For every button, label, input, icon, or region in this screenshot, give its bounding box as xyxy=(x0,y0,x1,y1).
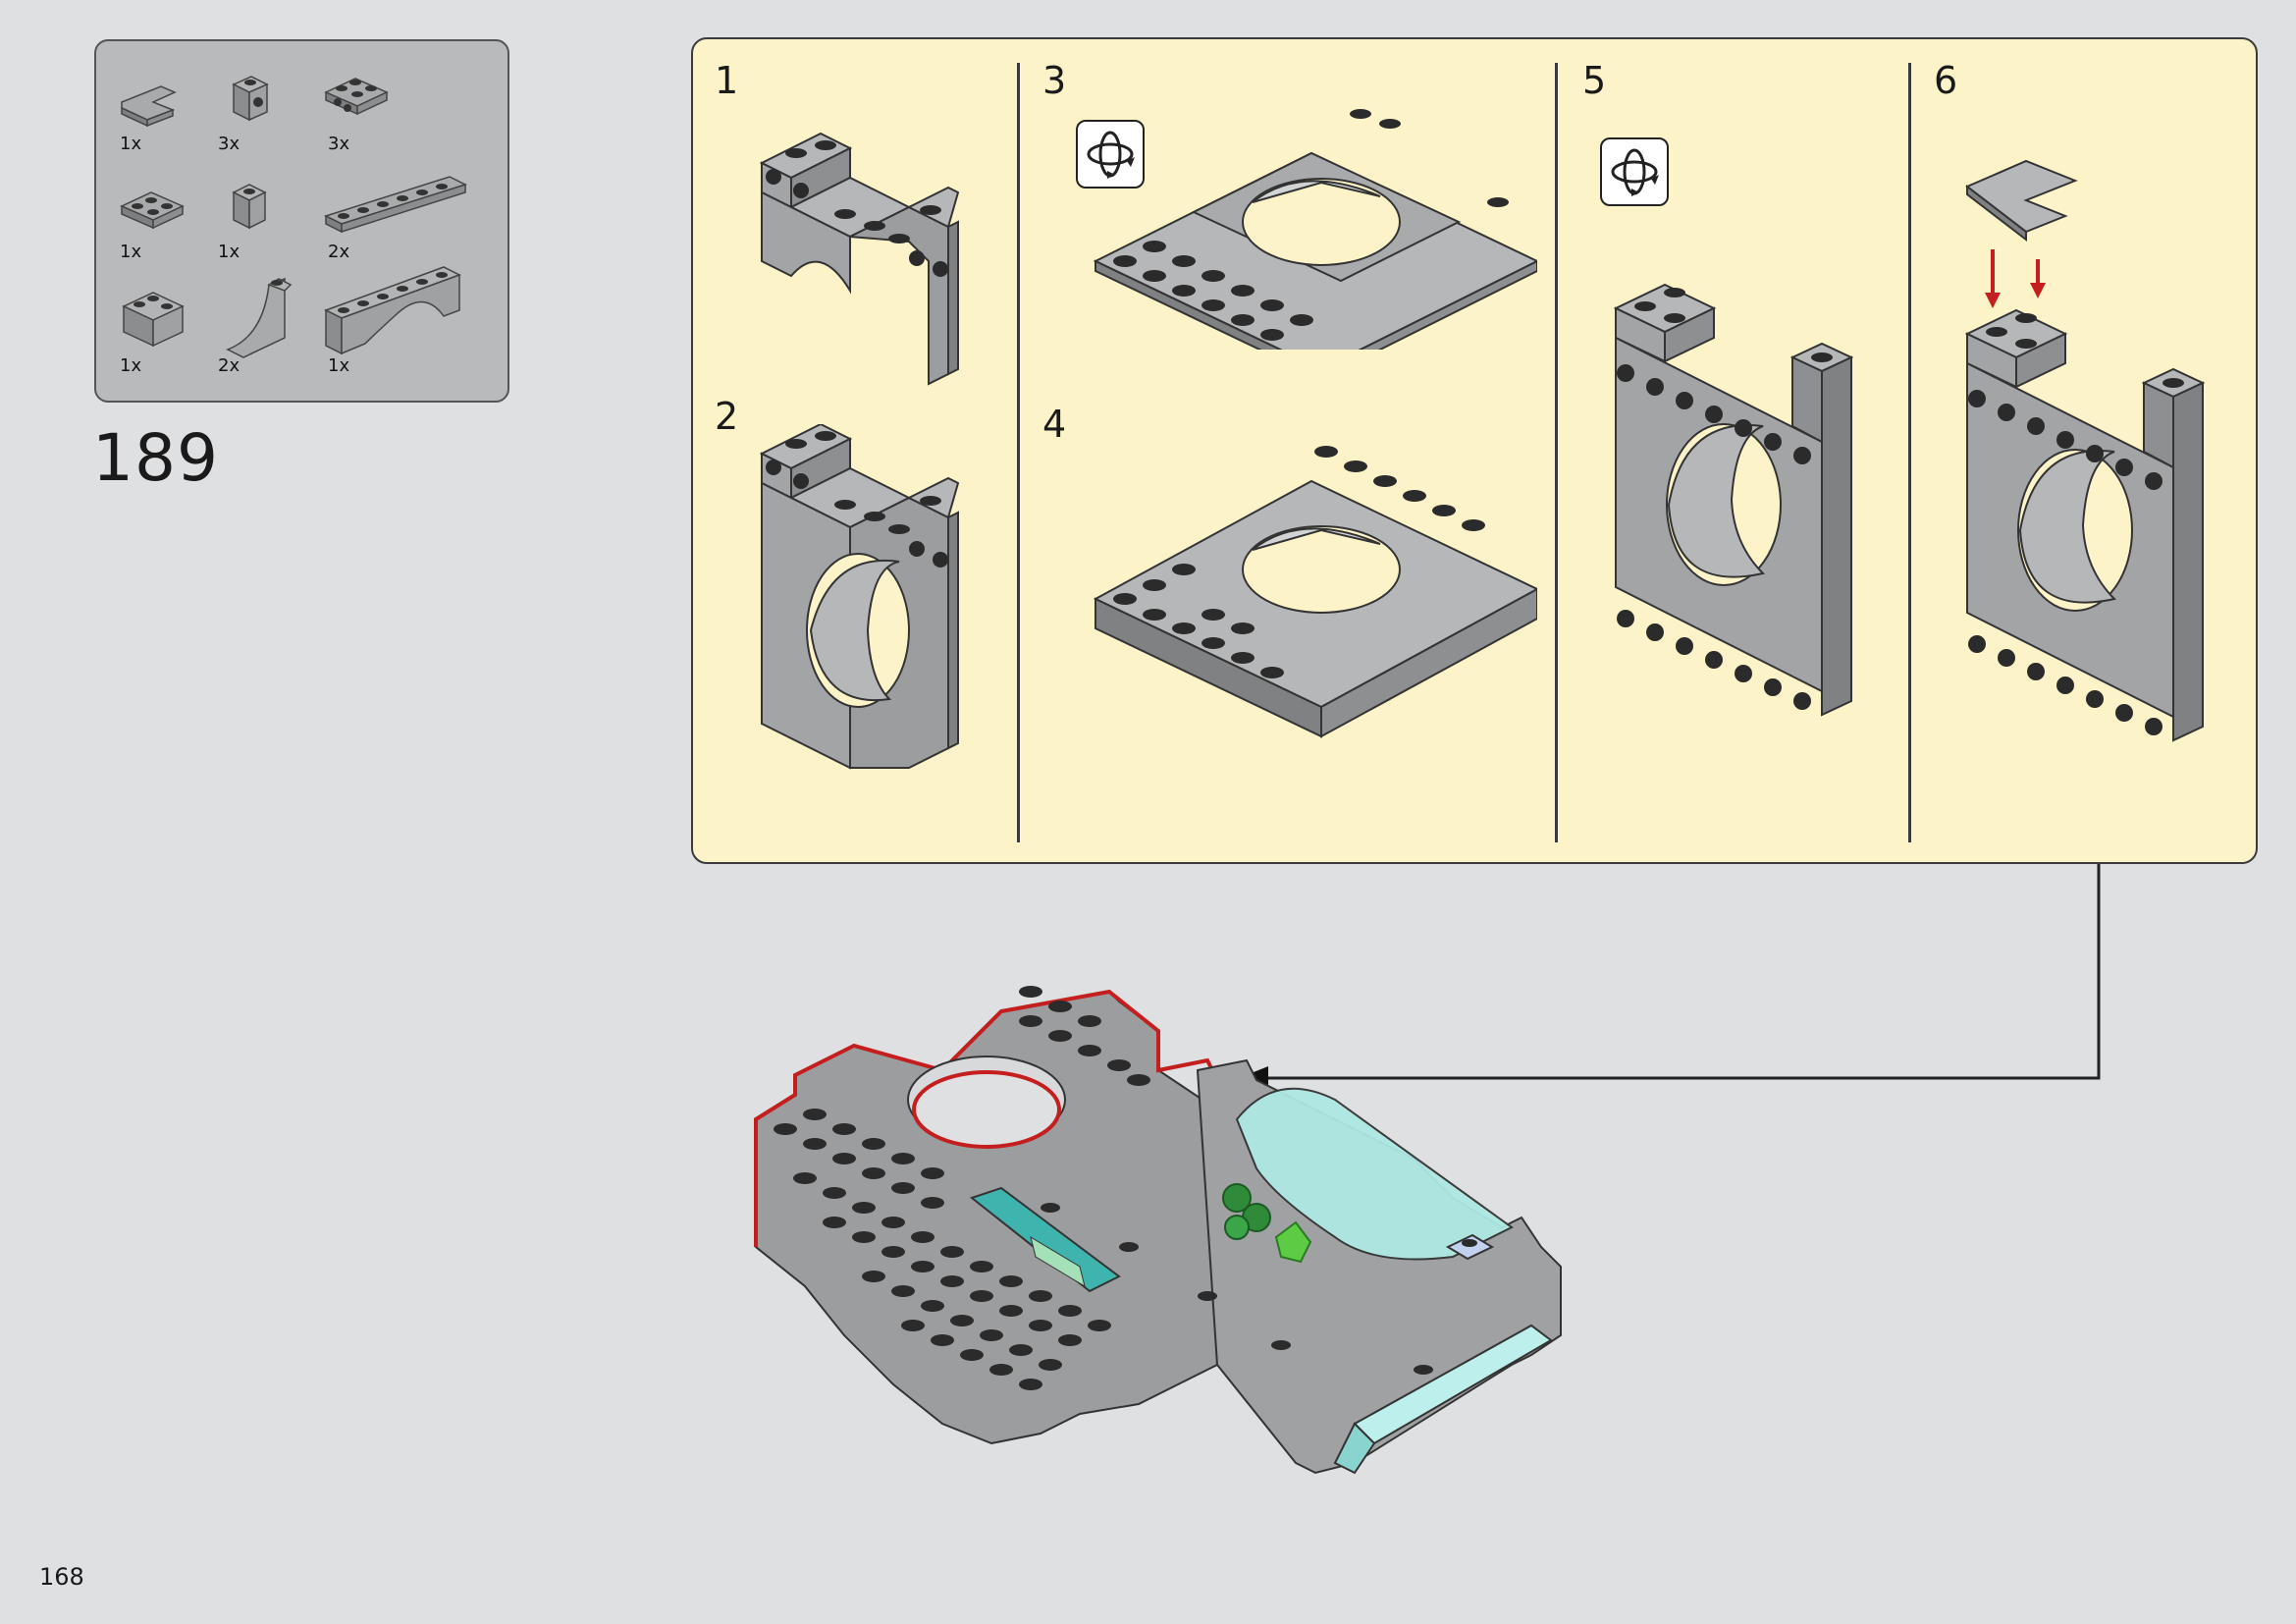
substep-number: 1 xyxy=(715,59,739,102)
arrow-icon xyxy=(1985,293,2001,308)
page-number: 168 xyxy=(39,1563,84,1591)
substep-number: 6 xyxy=(1934,59,1958,102)
plate-1x6-icon xyxy=(324,176,467,234)
part-item: 1x xyxy=(110,281,208,379)
step-number: 189 xyxy=(92,420,219,496)
substeps-panel: 1 2 3 4 5 6 xyxy=(691,37,2258,864)
arrow-icon xyxy=(2030,283,2046,298)
rotate-model-icon xyxy=(1600,137,1669,206)
curved-slope-icon xyxy=(226,277,293,358)
substep-number: 5 xyxy=(1582,59,1607,102)
part-item: 1x xyxy=(206,167,304,265)
l-plate-tile-icon xyxy=(121,85,177,128)
substep-2-model xyxy=(759,424,960,770)
arch-brick-icon xyxy=(324,266,461,355)
part-qty: 3x xyxy=(218,134,240,154)
substep-number: 2 xyxy=(715,395,739,438)
parts-list: 1x 3x 3x xyxy=(94,39,509,403)
part-item: 2x xyxy=(312,167,467,265)
part-qty: 1x xyxy=(120,134,142,154)
part-item: 2x xyxy=(214,267,312,376)
main-assembly-model xyxy=(754,986,1562,1475)
part-qty: 3x xyxy=(328,134,350,154)
part-item: 1x xyxy=(110,167,208,265)
divider xyxy=(1908,63,1911,842)
bracket-plate-icon xyxy=(324,78,389,116)
part-item: 3x xyxy=(206,59,304,157)
substep-5-model xyxy=(1613,283,1854,717)
rotate-model-icon xyxy=(1076,120,1145,189)
substep-6-model xyxy=(1964,159,2206,742)
part-qty: 1x xyxy=(218,242,240,262)
substep-number: 4 xyxy=(1042,403,1067,446)
divider xyxy=(1555,63,1558,842)
part-item: 1x xyxy=(316,263,461,376)
part-qty: 2x xyxy=(218,355,240,376)
plate-2x3-icon xyxy=(120,191,185,230)
plant-icon xyxy=(1222,1183,1312,1264)
brick-1x1-icon xyxy=(232,184,267,230)
divider xyxy=(1017,63,1020,842)
part-item: 3x xyxy=(312,59,410,157)
part-qty: 1x xyxy=(120,355,142,376)
substep-1-model xyxy=(759,132,960,386)
headlight-brick-icon xyxy=(232,76,269,122)
substep-4-model xyxy=(1093,446,1537,738)
part-qty: 1x xyxy=(328,355,350,376)
part-qty: 1x xyxy=(120,242,142,262)
part-qty: 2x xyxy=(328,242,350,262)
corner-plate-icon xyxy=(122,292,185,348)
part-item: 1x xyxy=(110,59,208,157)
substep-number: 3 xyxy=(1042,59,1067,102)
substep-3-model xyxy=(1093,109,1537,350)
